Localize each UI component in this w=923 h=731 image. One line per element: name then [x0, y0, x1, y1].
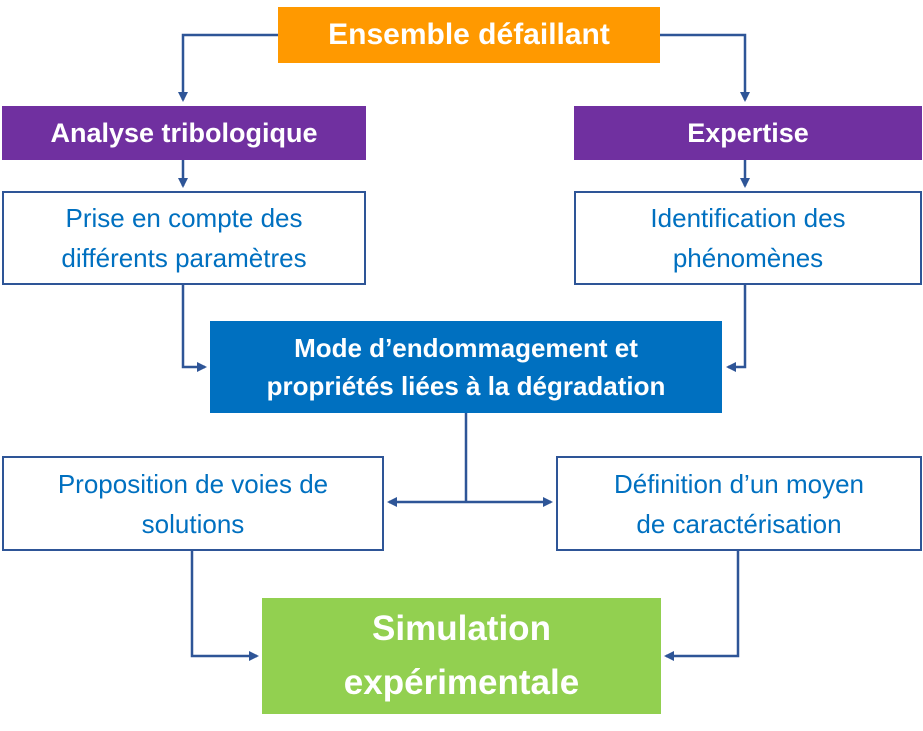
node-ensemble-defaillant: Ensemble défaillant [278, 7, 660, 63]
arrow-ensemble-to-analyse [178, 33, 278, 102]
node-prise-label: Prise en compte des différents paramètre… [61, 203, 307, 273]
node-proposition: Proposition de voies de solutions [2, 456, 384, 551]
node-mode-endommagement: Mode d’endommagement et propriétés liées… [210, 321, 722, 413]
node-identification: Identification des phénomènes [574, 191, 922, 285]
node-proposition-label: Proposition de voies de solutions [57, 468, 329, 539]
arrow-prise-to-mode [181, 285, 207, 372]
node-prise-en-compte: Prise en compte des différents paramètre… [2, 191, 366, 285]
node-mode-label: Mode d’endommagement et propriétés liées… [266, 333, 666, 401]
node-simulation-experimentale: Simulation expérimentale [262, 598, 661, 714]
node-analyse-tribologique: Analyse tribologique [2, 106, 366, 160]
arrow-identification-to-mode [726, 285, 747, 372]
node-analyse-label: Analyse tribologique [50, 117, 318, 148]
arrow-proposition-to-simulation [190, 551, 259, 661]
node-definition: Définition d’un moyen de caractérisation [556, 456, 922, 551]
arrow-definition-to-simulation [664, 551, 740, 661]
node-definition-label: Définition d’un moyen de caractérisation [613, 468, 865, 539]
node-expertise: Expertise [574, 106, 922, 160]
arrow-ensemble-to-expertise [660, 33, 750, 102]
node-identification-label: Identification des phénomènes [650, 203, 846, 273]
node-ensemble-label: Ensemble défaillant [328, 18, 610, 51]
node-simulation-label: Simulation expérimentale [343, 609, 580, 702]
node-expertise-label: Expertise [687, 117, 809, 148]
